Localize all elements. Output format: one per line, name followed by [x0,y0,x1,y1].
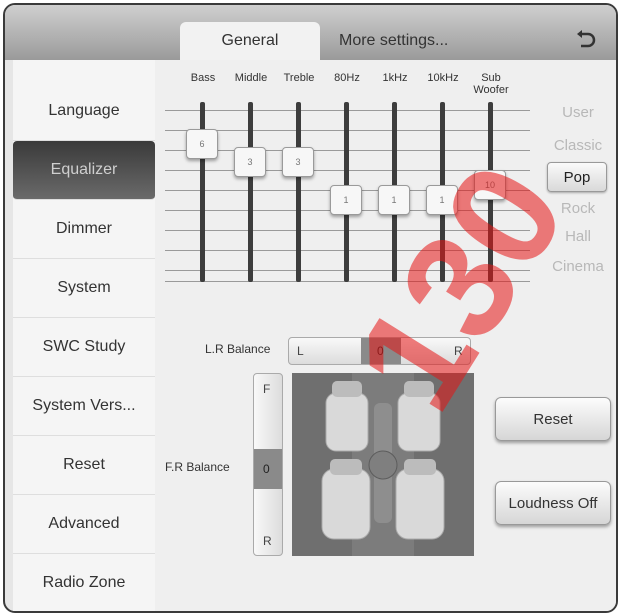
lr-balance-thumb[interactable] [361,338,401,364]
band-label: 80Hz [334,72,360,84]
lr-value: 0 [377,344,384,358]
tab-general[interactable]: General [180,22,320,60]
fr-balance-label: F.R Balance [165,460,230,474]
preset-pop[interactable]: Pop [547,162,607,192]
car-seats-image [292,373,474,556]
sidebar-item-swc-study[interactable]: SWC Study [13,318,155,377]
band-label: 1kHz [382,72,408,84]
eq-slider-track[interactable] [200,102,205,282]
eq-slider-track[interactable] [248,102,253,282]
preset-classic[interactable]: Classic [553,137,603,154]
preset-user[interactable]: User [562,104,594,121]
top-bar: General More settings... [5,5,616,60]
fr-value: 0 [263,462,270,476]
band-label: Bass [190,72,216,84]
reset-button[interactable]: Reset [495,397,611,441]
tab-more-settings[interactable]: More settings... [339,32,449,49]
sidebar-item-equalizer[interactable]: Equalizer [13,141,155,200]
sidebar-item-dimmer[interactable]: Dimmer [13,200,155,259]
eq-slider-track[interactable] [296,102,301,282]
sidebar-item-advanced[interactable]: Advanced [13,495,155,554]
band-label: Woofer [473,84,509,96]
fr-balance-thumb[interactable] [254,449,282,489]
band-label: Treble [283,72,315,84]
fr-front-label: F [263,382,271,396]
lr-balance-label: L.R Balance [205,342,271,356]
eq-slider-thumb[interactable]: 3 [282,147,314,177]
fr-rear-label: R [263,534,272,548]
lr-right-label: R [454,344,463,358]
fr-balance-slider[interactable]: F 0 R [253,373,283,556]
preset-hall[interactable]: Hall [565,228,591,245]
eq-slider-thumb[interactable]: 3 [234,147,266,177]
back-icon[interactable] [572,26,598,52]
eq-slider-thumb[interactable]: 1 [378,184,410,215]
eq-slider-thumb[interactable]: 1 [330,184,362,215]
loudness-button[interactable]: Loudness Off [495,481,611,525]
preset-rock[interactable]: Rock [560,200,596,217]
band-label: Sub [481,72,501,84]
eq-slider-thumb[interactable]: 10 [474,169,506,200]
band-label: 10kHz [427,72,459,84]
app-frame: General More settings... Language Equali… [3,3,618,613]
sidebar-item-system-version[interactable]: System Vers... [13,377,155,436]
lr-balance-slider[interactable]: L 0 R [288,337,471,365]
equalizer-panel: Bass Middle Treble 80Hz 1kHz 10kHz Sub W… [155,60,616,611]
sidebar-item-system[interactable]: System [13,259,155,318]
band-label: Middle [234,72,268,84]
sidebar: Language Equalizer Dimmer System SWC Stu… [13,60,155,611]
eq-slider-thumb[interactable]: 6 [186,129,218,159]
preset-cinema[interactable]: Cinema [552,258,604,275]
sidebar-item-radio-zone[interactable]: Radio Zone [13,554,155,611]
sidebar-item-reset[interactable]: Reset [13,436,155,495]
sidebar-item-language[interactable]: Language [13,82,155,141]
eq-slider-thumb[interactable]: 1 [426,184,458,215]
lr-left-label: L [297,344,304,358]
